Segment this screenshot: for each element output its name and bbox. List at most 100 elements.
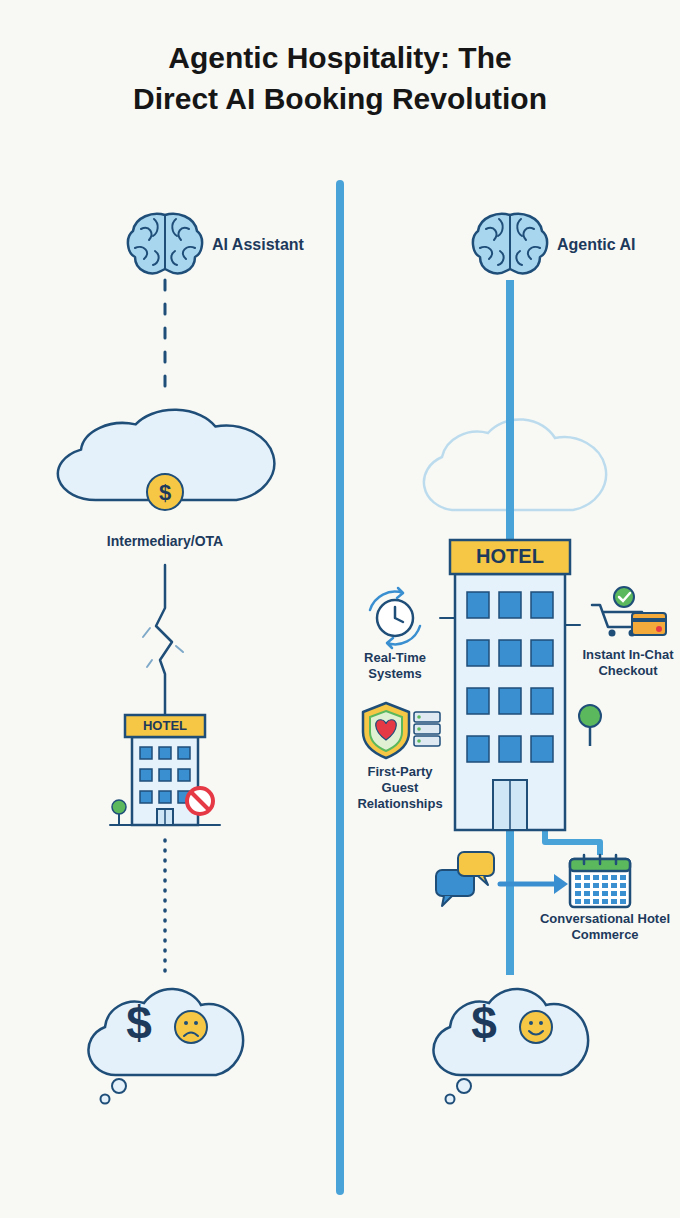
- icon-part: [395, 607, 403, 622]
- icon-part: [457, 1079, 471, 1093]
- icon-part: [524, 228, 534, 240]
- icon-part: [509, 780, 511, 830]
- icon-part: [584, 891, 590, 896]
- node-label: AI Assistant: [212, 235, 330, 255]
- icon-part: [611, 883, 617, 888]
- window: [159, 791, 171, 803]
- window: [467, 592, 489, 618]
- icon-part: [183, 247, 195, 259]
- window: [178, 769, 190, 781]
- node-label: Real-Time Systems: [350, 650, 440, 682]
- door: [493, 780, 527, 830]
- clock-icon: [370, 588, 420, 648]
- icon-part: [191, 792, 209, 810]
- icon-part: [110, 824, 220, 826]
- window: [499, 640, 521, 666]
- tree: [579, 705, 601, 727]
- icon-part: [609, 630, 616, 637]
- window: [467, 688, 489, 714]
- icon-part: [486, 228, 496, 240]
- icon-part: [498, 251, 504, 265]
- node-label: $: [111, 995, 167, 1051]
- node-illustration: [430, 975, 590, 1105]
- chat-arrow: [500, 882, 556, 887]
- icon-part: [593, 899, 599, 904]
- icon-part: [112, 800, 126, 814]
- icon-part: [363, 703, 409, 758]
- icon-part: [377, 600, 413, 636]
- icon-part: [614, 587, 634, 607]
- icon-part: [164, 809, 166, 825]
- icon-part: [132, 737, 198, 825]
- icon-part: [516, 251, 522, 265]
- ai-assistant-node: AI Assistant: [120, 210, 330, 280]
- icon-part: [602, 891, 608, 896]
- icon-part: [611, 899, 617, 904]
- icon-part: [153, 251, 159, 265]
- icon-part: [135, 247, 147, 259]
- chat-bubble: [458, 852, 494, 876]
- icon-part: [184, 1033, 198, 1037]
- window: [531, 640, 553, 666]
- icon-part: [171, 251, 177, 265]
- icon-part: [370, 711, 402, 751]
- icon-part: [153, 219, 158, 236]
- icon-part: [619, 593, 630, 601]
- icon-part: [414, 736, 440, 746]
- icon-part: [480, 247, 492, 259]
- guest-relationship-icon: First-Party Guest Relationships: [348, 700, 452, 825]
- connector: [545, 830, 600, 855]
- connector: [506, 280, 514, 540]
- icon-part: [575, 883, 581, 888]
- node-label: HOTEL: [450, 544, 570, 568]
- intermediary-cloud: $Intermediary/OTA: [50, 395, 280, 565]
- chat-tail: [442, 896, 452, 906]
- icon-part: [584, 875, 590, 880]
- icon-part: [528, 247, 540, 259]
- node-illustration: [85, 975, 245, 1105]
- window: [531, 688, 553, 714]
- brain-icon: [128, 214, 202, 274]
- icon-part: [414, 712, 440, 722]
- hotel-sign: [450, 540, 570, 574]
- icon-part: [602, 875, 608, 880]
- icon-part: [632, 613, 666, 635]
- node-illustration: [110, 715, 220, 840]
- icon-part: [498, 219, 503, 236]
- icon-part: [620, 899, 626, 904]
- icon-part: [172, 219, 177, 236]
- window: [140, 747, 152, 759]
- node-label: Agentic AI: [557, 235, 663, 255]
- icon-part: [517, 219, 522, 236]
- window: [140, 769, 152, 781]
- node-label: Instant In-Chat Checkout: [580, 647, 676, 679]
- node-label: $: [147, 479, 183, 506]
- icon-part: [620, 875, 626, 880]
- icon-part: [539, 1021, 543, 1025]
- node-label: Conversational Hotel Commerce: [535, 911, 675, 943]
- connector: [163, 840, 167, 975]
- face-icon: [175, 1011, 207, 1043]
- icon-part: [473, 214, 547, 274]
- icon-part: [593, 891, 599, 896]
- window: [499, 592, 521, 618]
- window: [499, 736, 521, 762]
- icon-part: [446, 1095, 455, 1104]
- icon-part: [387, 626, 420, 648]
- icon-part: [602, 899, 608, 904]
- icon-part: [112, 1079, 126, 1093]
- icon-part: [529, 1031, 543, 1035]
- icon-part: [599, 855, 602, 864]
- center-divider: [336, 180, 344, 1195]
- node-label: First-Party Guest Relationships: [348, 764, 452, 812]
- icon-part: [417, 715, 421, 719]
- icon-part: [584, 899, 590, 904]
- connector: [440, 617, 455, 619]
- chat-tail: [478, 876, 488, 885]
- icon-part: [417, 739, 421, 743]
- prohibition-sign: [187, 788, 213, 814]
- direct-hotel: HOTEL: [435, 540, 585, 830]
- window: [467, 736, 489, 762]
- connector: [506, 830, 514, 975]
